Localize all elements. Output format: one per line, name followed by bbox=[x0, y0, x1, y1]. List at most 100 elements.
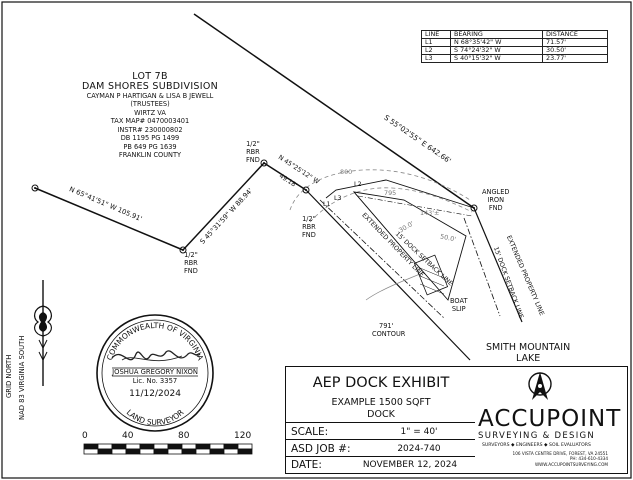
scale-bar-segment bbox=[97, 448, 113, 455]
company-services: SURVEYORS ◆ ENGINEERS ◆ SOIL EVALUATORS bbox=[482, 443, 591, 448]
boundary-extended-left bbox=[305, 189, 471, 361]
exhibit-subtitle-2: DOCK bbox=[367, 409, 395, 420]
rbr-right-monument bbox=[302, 186, 310, 194]
boundary-left-line bbox=[34, 187, 184, 251]
table-row: L1 N 68°35'42" W 71.57' bbox=[421, 38, 608, 47]
lot-number: LOT 7B bbox=[132, 71, 168, 82]
deed-book: DB 1195 PG 1499 bbox=[120, 134, 180, 143]
setback-right-line bbox=[463, 217, 501, 317]
date-value: NOVEMBER 12, 2024 bbox=[362, 460, 458, 470]
l3-label: L3 bbox=[334, 194, 342, 202]
boat-slip bbox=[413, 254, 449, 296]
traverse-lines bbox=[325, 179, 475, 209]
scale-bar-segment bbox=[195, 443, 211, 450]
company-address: 106 VISTA CENTRE DRIVE, FOREST, VA 24551… bbox=[512, 451, 608, 467]
dock-centerline bbox=[357, 195, 473, 217]
scale-value: 1" = 40' bbox=[400, 427, 438, 437]
contour-791 bbox=[365, 269, 431, 301]
scale-bar-segment bbox=[125, 443, 141, 450]
contour-791-word: CONTOUR bbox=[372, 330, 406, 338]
l2-label: L2 bbox=[354, 180, 362, 188]
accupoint-logo-icon bbox=[528, 372, 552, 400]
svg-text:11/12/2024: 11/12/2024 bbox=[129, 389, 181, 399]
company-name: ACCUPOINT bbox=[478, 406, 622, 432]
scale-bar-segment bbox=[209, 448, 225, 455]
plat-book: PB 649 PG 1639 bbox=[123, 142, 177, 151]
scale-bar-segment bbox=[181, 448, 197, 455]
north-arrow-icon bbox=[33, 280, 53, 386]
dock-dim-143: 143'± bbox=[420, 209, 439, 217]
scale-bar-segment bbox=[167, 443, 183, 450]
scale-bar-segment bbox=[139, 443, 155, 450]
owner-trustees: (TRUSTEES) bbox=[130, 100, 170, 109]
extended-right-label: EXTENDED PROPERTY LINE bbox=[505, 234, 546, 317]
boundary-extended-right bbox=[473, 207, 523, 323]
lot-location: WIRTZ VA bbox=[134, 108, 166, 117]
contour-800 bbox=[289, 169, 471, 211]
lot-info: LOT 7B DAM SHORES SUBDIVISION CAYMAN P H… bbox=[70, 72, 230, 159]
rbr-bottom-monument bbox=[179, 246, 187, 254]
scale-bar-segment bbox=[223, 443, 239, 450]
line-table: LINE BEARING DISTANCE L1 N 68°35'42" W 7… bbox=[421, 30, 608, 63]
north-line-bearing: S 55°02'55" E 642.66' bbox=[382, 113, 453, 165]
scale-label-120: 120 bbox=[234, 431, 252, 441]
signature-icon bbox=[111, 350, 201, 361]
subdivision-name: DAM SHORES SUBDIVISION bbox=[81, 80, 219, 92]
scale-bar-segment bbox=[111, 448, 127, 455]
dock-dim-50: 50.0' bbox=[439, 232, 457, 243]
scale-bar-segment bbox=[83, 443, 99, 450]
exhibit-subtitle-1: EXAMPLE 1500 SQFT bbox=[331, 397, 431, 408]
table-row: L3 S 40°15'32" W 23.77' bbox=[421, 54, 608, 63]
table-row: L2 S 74°24'32" W 30.50' bbox=[421, 46, 608, 55]
scale-bar-segment bbox=[139, 448, 155, 455]
l1-label: L1 bbox=[323, 200, 331, 208]
instrument: INSTR# 230000802 bbox=[117, 125, 183, 134]
scale-bar bbox=[83, 443, 253, 455]
scale-bar-segment bbox=[153, 448, 169, 455]
nad83-label: NAD 83 VIRGINIA SOUTH bbox=[18, 335, 26, 420]
boundary-short-line bbox=[263, 162, 307, 191]
short-line-bearing-b: 49.18' bbox=[278, 172, 299, 190]
company-tagline: SURVEYING & DESIGN bbox=[478, 431, 596, 441]
scale-bar-segment bbox=[83, 448, 99, 455]
contour-791-label: 791' bbox=[379, 322, 394, 330]
scale-bar-segment bbox=[153, 443, 169, 450]
scale-label-40: 40 bbox=[122, 431, 134, 441]
job-value: 2024-740 bbox=[397, 444, 441, 454]
scale-bar-segment bbox=[237, 448, 253, 455]
contour-795 bbox=[309, 187, 473, 223]
surveyor-seal: COMMONWEALTH OF VIRGINIA LAND SURVEYOR J… bbox=[96, 314, 214, 432]
line-table-header: LINE BEARING DISTANCE bbox=[421, 30, 608, 39]
job-label: ASD JOB #: bbox=[291, 443, 351, 455]
boundary-north-line bbox=[193, 13, 475, 209]
tax-map: TAX MAP# 0470003401 bbox=[110, 117, 190, 126]
setback-left-line bbox=[319, 199, 445, 319]
scale-bar-segment bbox=[167, 448, 183, 455]
angled-iron-monument bbox=[470, 204, 478, 212]
scale-bar-segment bbox=[209, 443, 225, 450]
scale-bar-segment bbox=[181, 443, 197, 450]
scale-label: SCALE: bbox=[291, 426, 329, 438]
scale-bar-segment bbox=[223, 448, 239, 455]
scale-bar-segment bbox=[237, 443, 253, 450]
date-label: DATE: bbox=[291, 459, 322, 471]
scale-bar-segment bbox=[97, 443, 113, 450]
owner-names: CAYMAN P HARTIGAN & LISA B JEWELL bbox=[86, 91, 214, 100]
boundary-mid-line bbox=[182, 162, 265, 251]
scale-bar-segment bbox=[125, 448, 141, 455]
mid-line-bearing: S 45°31'59" W 88.94' bbox=[199, 187, 255, 246]
svg-text:JOSHUA GREGORY NIXON: JOSHUA GREGORY NIXON bbox=[111, 368, 198, 376]
title-block: AEP DOCK EXHIBIT EXAMPLE 1500 SQFT DOCK … bbox=[285, 366, 477, 474]
grid-north-label: GRID NORTH bbox=[5, 354, 13, 398]
scale-bar-segment bbox=[111, 443, 127, 450]
contour-795-label: 795 bbox=[384, 189, 396, 197]
contour-800-label: 800 bbox=[340, 168, 352, 176]
scale-label-80: 80 bbox=[178, 431, 190, 441]
